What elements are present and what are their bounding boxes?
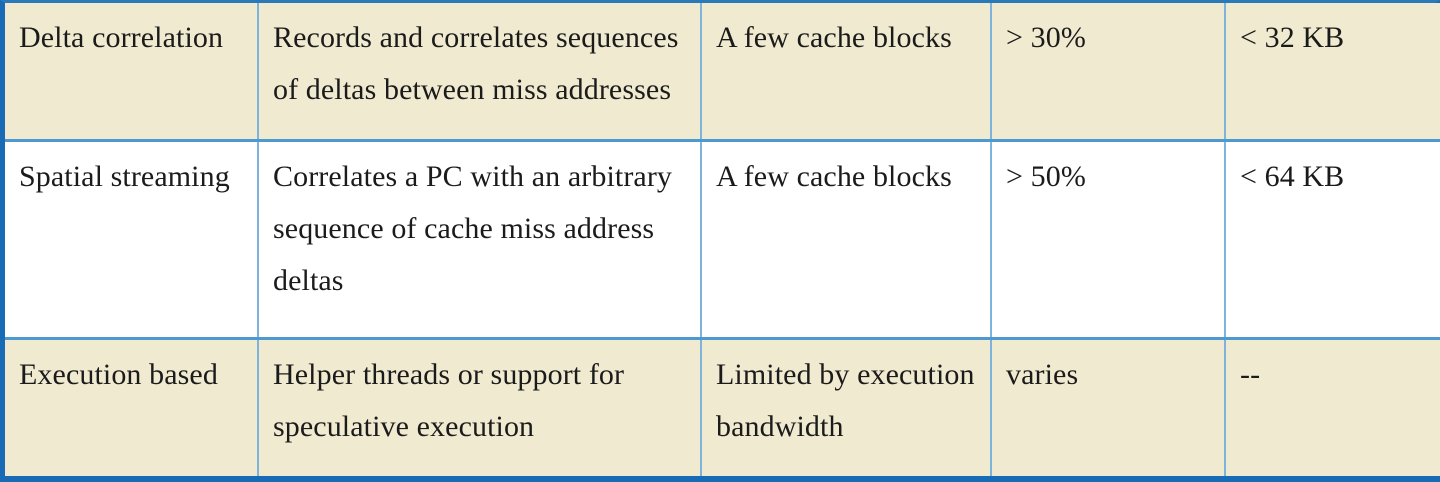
table-row: Spatial streaming Correlates a PC with a… [5,140,1440,341]
table-body: Delta correlation Records and correlates… [5,3,1440,476]
table: Delta correlation Records and correlates… [5,3,1440,476]
cell-degree: Limited by execution bandwidth [701,338,992,476]
cell-description: Helper threads or support for speculativ… [258,338,702,476]
storage-text: < 64 KB [1240,159,1345,193]
degree-text: A few cache blocks [716,159,952,193]
cell-coverage: > 50% [991,140,1226,341]
coverage-text: > 30% [1006,21,1086,54]
storage-text: -- [1240,358,1261,392]
description-text: Correlates a PC with an arbitrary sequen… [273,159,673,297]
technique-text: Spatial streaming [19,159,230,193]
cell-description: Records and correlates sequences of delt… [258,3,702,142]
coverage-text: > 50% [1006,159,1086,193]
cell-coverage: > 30% [991,3,1226,142]
technique-text: Delta correlation [19,21,224,54]
table-row: Execution based Helper threads or suppor… [5,338,1440,476]
description-text: Records and correlates sequences of delt… [273,21,679,106]
cell-technique: Execution based [5,338,259,476]
cell-coverage: varies [991,338,1226,476]
cell-degree: A few cache blocks [701,3,992,142]
cell-storage: -- [1225,338,1440,476]
coverage-text: varies [1006,358,1079,392]
cell-technique: Delta correlation [5,3,259,142]
degree-text: Limited by execution bandwidth [716,358,975,444]
cell-storage: < 32 KB [1225,3,1440,142]
cell-technique: Spatial streaming [5,140,259,341]
table-row: Delta correlation Records and correlates… [5,3,1440,142]
cell-storage: < 64 KB [1225,140,1440,341]
cell-description: Correlates a PC with an arbitrary sequen… [258,140,702,341]
degree-text: A few cache blocks [716,21,952,54]
technique-text: Execution based [19,358,218,392]
storage-text: < 32 KB [1240,21,1345,54]
description-text: Helper threads or support for speculativ… [273,358,625,444]
cell-degree: A few cache blocks [701,140,992,341]
